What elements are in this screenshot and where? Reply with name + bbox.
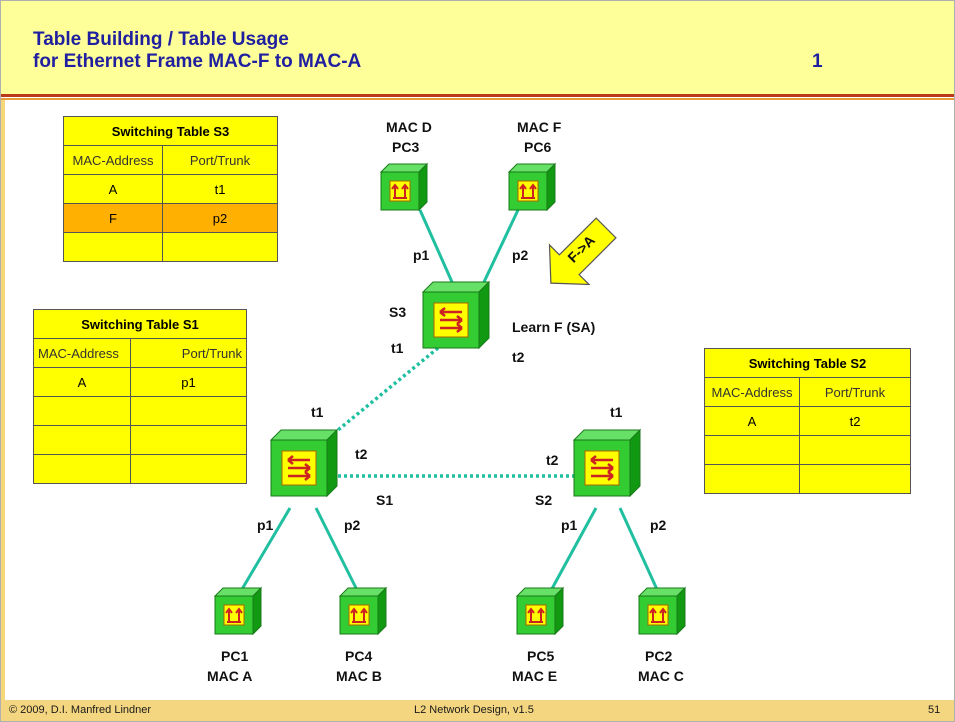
footer-copyright: © 2009, D.I. Manfred Lindner — [9, 704, 152, 716]
slide-title-line2: for Ethernet Frame MAC-F to MAC-A — [33, 51, 362, 72]
switch-s1-label: S1 — [376, 492, 393, 508]
pc4-icon — [339, 587, 387, 635]
pc3-mac-label: MAC D — [386, 119, 432, 135]
pc1-mac-label: MAC A — [207, 668, 252, 684]
port-label: p1 — [413, 247, 430, 263]
port-label: p2 — [512, 247, 529, 263]
column-header: MAC-Address — [704, 377, 800, 407]
port-label: p2 — [344, 517, 361, 533]
port-label: p1 — [257, 517, 274, 533]
table-cell — [63, 232, 163, 262]
table-cell — [704, 464, 800, 494]
link-s1-pc1 — [236, 507, 292, 597]
column-header: Port/Trunk — [130, 338, 247, 368]
pc1-name-label: PC1 — [221, 648, 248, 664]
pc6-icon — [508, 163, 556, 211]
pc1-icon — [214, 587, 262, 635]
pc5-mac-label: MAC E — [512, 668, 557, 684]
link-pc3-s3 — [418, 209, 454, 283]
table-cell: F — [63, 203, 163, 233]
learn-note: Learn F (SA) — [512, 319, 595, 335]
table-cell: t2 — [799, 406, 911, 436]
pc2-mac-label: MAC C — [638, 668, 684, 684]
table-cell: A — [704, 406, 800, 436]
table-cell — [130, 425, 247, 455]
pc2-name-label: PC2 — [645, 648, 672, 664]
table-cell — [799, 464, 911, 494]
switch-s2-label: S2 — [535, 492, 552, 508]
slide-header — [1, 1, 954, 95]
port-label: t1 — [610, 404, 623, 420]
table-title: Switching Table S2 — [704, 348, 911, 378]
header-rule-accent — [1, 98, 954, 100]
link-s1-pc4 — [314, 507, 362, 597]
pc3-icon — [380, 163, 428, 211]
slide-footer: © 2009, D.I. Manfred Lindner L2 Network … — [1, 700, 954, 721]
slide-step-number: 1 — [812, 51, 823, 72]
table-cell — [799, 435, 911, 465]
port-label: t2 — [355, 446, 368, 462]
table-title: Switching Table S1 — [33, 309, 247, 339]
switch-s3-icon — [421, 280, 491, 350]
switch-s1-icon — [269, 428, 339, 498]
column-header: Port/Trunk — [162, 145, 278, 175]
port-label: t1 — [311, 404, 324, 420]
footer-page-number: 51 — [928, 704, 941, 716]
table-cell — [33, 396, 131, 426]
table-cell — [162, 232, 278, 262]
pc6-mac-label: MAC F — [517, 119, 562, 135]
table-cell — [130, 454, 247, 484]
pc3-name-label: PC3 — [392, 139, 419, 155]
switch-s2-icon — [572, 428, 642, 498]
pc2-icon — [638, 587, 686, 635]
header-rule — [1, 94, 954, 97]
table-cell: t1 — [162, 174, 278, 204]
left-accent-bar — [1, 100, 5, 700]
table-cell — [33, 454, 131, 484]
pc6-name-label: PC6 — [524, 139, 551, 155]
port-label: p2 — [650, 517, 667, 533]
pc5-icon — [516, 587, 564, 635]
column-header: Port/Trunk — [799, 377, 911, 407]
footer-course: L2 Network Design, v1.5 — [414, 704, 534, 716]
link-s2-pc5 — [546, 507, 598, 597]
port-label: t1 — [391, 340, 404, 356]
table-cell — [130, 396, 247, 426]
port-label: t2 — [546, 452, 559, 468]
port-label: t2 — [512, 349, 525, 365]
frame-arrow-icon — [548, 217, 617, 286]
link-s2-pc2 — [618, 507, 662, 597]
pc4-mac-label: MAC B — [336, 668, 382, 684]
switch-s3-label: S3 — [389, 304, 406, 320]
link-pc6-s3 — [482, 209, 520, 283]
table-cell: p1 — [130, 367, 247, 397]
table-cell: p2 — [162, 203, 278, 233]
pc4-name-label: PC4 — [345, 648, 372, 664]
trunk-s3-s1 — [336, 346, 440, 432]
port-label: p1 — [561, 517, 578, 533]
column-header: MAC-Address — [63, 145, 163, 175]
pc5-name-label: PC5 — [527, 648, 554, 664]
slide-title-line1: Table Building / Table Usage — [33, 29, 289, 50]
